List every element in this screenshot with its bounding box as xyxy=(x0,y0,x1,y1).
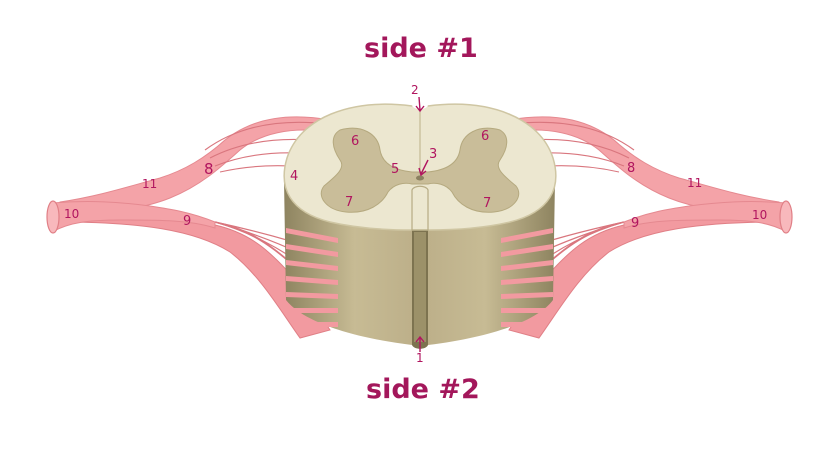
title-side-2: side #2 xyxy=(366,374,480,405)
arrow-1 xyxy=(415,335,425,352)
label-2: 2 xyxy=(411,83,419,97)
label-5: 5 xyxy=(391,162,399,177)
right-nerve-cut-end xyxy=(779,200,793,234)
diagram-labels: side #1 side #2 2 3 1 4 5 6 6 7 7 8 8 9 … xyxy=(64,33,767,405)
right-rootlets-on-cord xyxy=(501,228,553,327)
label-9-right: 9 xyxy=(631,216,639,231)
label-11-left: 11 xyxy=(142,177,157,191)
label-6-right: 6 xyxy=(481,129,489,144)
label-4: 4 xyxy=(290,169,298,184)
label-7-right: 7 xyxy=(483,196,491,211)
spinal-cord-column xyxy=(284,180,555,349)
arrow-3 xyxy=(418,159,429,177)
label-7-left: 7 xyxy=(345,195,353,210)
spinal-cord-cross-section xyxy=(283,100,557,231)
arrow-2 xyxy=(415,96,425,113)
label-3: 3 xyxy=(429,147,437,162)
label-8-left: 8 xyxy=(204,160,214,178)
anterior-median-fissure xyxy=(411,185,429,231)
label-1: 1 xyxy=(416,351,424,365)
right-spinal-nerve xyxy=(500,116,793,339)
gray-matter xyxy=(320,127,520,213)
label-9-left: 9 xyxy=(183,214,191,229)
label-8-right: 8 xyxy=(627,161,635,176)
label-11-right: 11 xyxy=(687,176,702,190)
title-side-1: side #1 xyxy=(364,33,478,64)
left-nerve-cut-end xyxy=(46,200,60,234)
central-canal xyxy=(416,175,424,181)
label-6-left: 6 xyxy=(351,134,359,149)
label-10-left: 10 xyxy=(64,207,79,221)
left-rootlets-on-cord xyxy=(286,228,338,327)
label-10-right: 10 xyxy=(752,208,767,222)
